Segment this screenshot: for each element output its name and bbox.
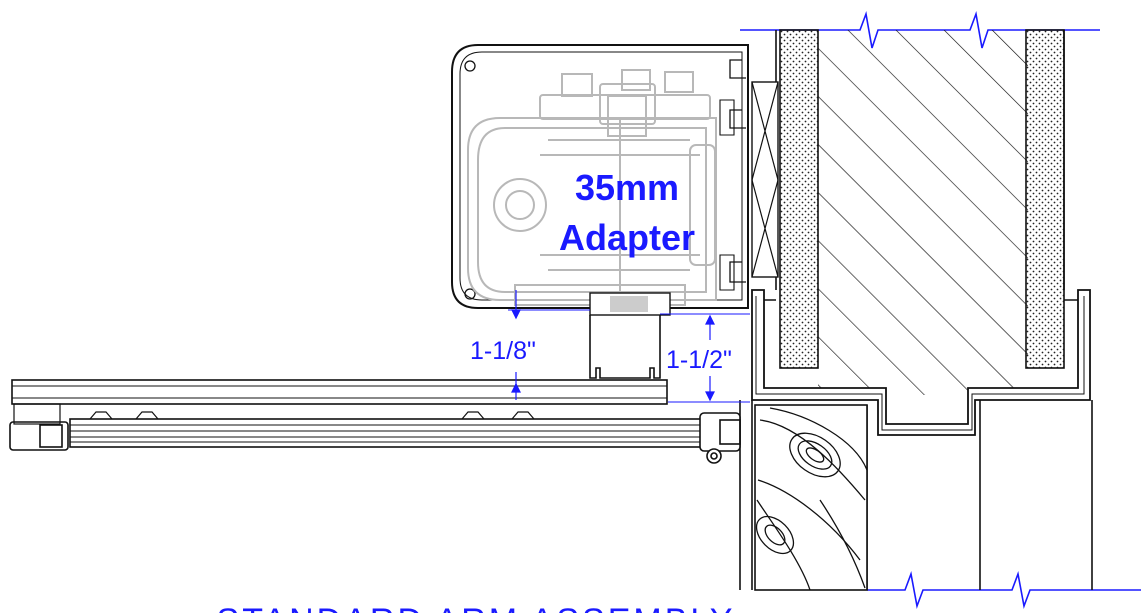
arm-assembly <box>9 379 741 464</box>
wood-jamb <box>754 404 868 591</box>
adapter-label-line1: 35mm <box>575 167 679 208</box>
adapter-housing <box>451 44 749 316</box>
adapter-mechanism <box>467 69 717 306</box>
dimension-label-right: 1-1/2" <box>666 346 732 374</box>
blocking-x <box>751 81 779 278</box>
steel-channel-frame <box>751 289 1091 436</box>
wall-section <box>739 10 1141 609</box>
insulation-left <box>779 29 819 369</box>
arm-post <box>589 315 661 379</box>
adapter-label-line2: Adapter <box>559 217 695 258</box>
lower-arm <box>69 418 711 448</box>
arm-end-cap <box>9 421 69 451</box>
dimension-label-left: 1-1/8" <box>470 337 536 365</box>
dimension-lines <box>508 290 750 403</box>
main-arm <box>11 379 668 405</box>
insulation-right <box>1025 29 1065 369</box>
drawing-title: STANDARD ARM ASSEMBLY <box>217 602 736 613</box>
wall-core-hatch <box>818 30 1028 395</box>
bottom-break-line <box>867 571 1141 609</box>
